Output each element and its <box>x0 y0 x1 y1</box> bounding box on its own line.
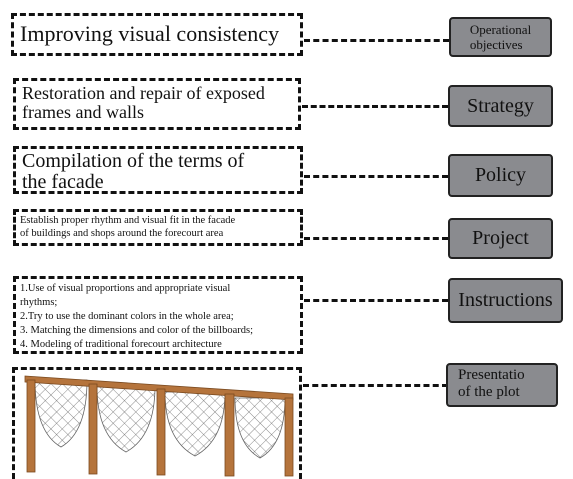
project-box: Establish proper rhythm and visual fit i… <box>13 209 303 246</box>
timber-arch-frames-illustration <box>24 375 294 477</box>
instructions-box: 1.Use of visual proportions and appropri… <box>13 276 303 354</box>
project-label: Project <box>448 218 553 259</box>
presentation-plot-label: Presentatio of the plot <box>446 363 558 407</box>
connector-objectives <box>304 39 449 42</box>
timber-posts <box>26 379 294 477</box>
strategy-box: Restoration and repair of exposed frames… <box>13 78 301 130</box>
instructions-label-text: Instructions <box>458 289 553 311</box>
policy-text: Compilation of the terms of the facade <box>22 150 245 193</box>
instructions-label: Instructions <box>448 278 563 323</box>
plot-illustration-box <box>12 367 302 479</box>
strategy-label-text: Strategy <box>467 94 534 117</box>
connector-strategy <box>302 105 448 108</box>
strategy-text: Restoration and repair of exposed frames… <box>22 83 265 122</box>
instructions-text: 1.Use of visual proportions and appropri… <box>20 283 253 350</box>
policy-label-text: Policy <box>474 164 527 186</box>
objective-box: Improving visual consistency <box>11 13 303 56</box>
connector-policy <box>304 175 448 178</box>
connector-instructions <box>304 299 448 302</box>
policy-label: Policy <box>448 154 553 197</box>
policy-box: Compilation of the terms of the facade <box>13 146 303 194</box>
strategy-label: Strategy <box>448 85 553 127</box>
presentation-plot-text: Presentatio of the plot <box>458 367 525 400</box>
connector-project <box>304 237 448 240</box>
objective-text: Improving visual consistency <box>20 21 280 46</box>
connector-plot <box>303 384 448 387</box>
project-label-text: Project <box>472 227 529 249</box>
operational-objectives-label: Operational objectives <box>449 17 552 57</box>
lattice-arches <box>34 379 286 459</box>
operational-objectives-text: Operational objectives <box>469 22 532 52</box>
project-text: Establish proper rhythm and visual fit i… <box>20 215 236 239</box>
